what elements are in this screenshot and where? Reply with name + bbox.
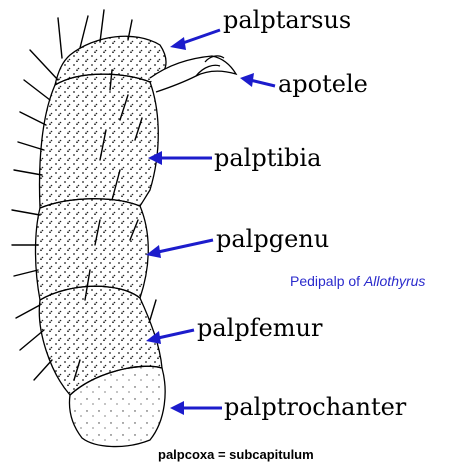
arrow-palpgenu <box>146 238 214 258</box>
label-palptrochanter: palptrochanter <box>224 393 407 421</box>
arrow-palpfemur <box>146 328 195 344</box>
setae <box>11 9 157 381</box>
figure-caption: Pedipalp of Allothyrus <box>290 274 425 288</box>
palpgenu-segment <box>34 198 149 302</box>
label-palptarsus: palptarsus <box>223 6 352 34</box>
arrow-palptibia <box>148 151 212 165</box>
label-palptibia: palptibia <box>214 144 322 172</box>
palptibia-segment <box>38 73 159 209</box>
caption-prefix: Pedipalp of <box>290 273 364 289</box>
pedipalp-drawing <box>11 9 238 448</box>
footer-note: palpcoxa = subcapitulum <box>158 447 314 462</box>
label-apotele: apotele <box>278 70 368 98</box>
caption-genus: Allothyrus <box>363 273 426 289</box>
arrow-apotele <box>240 73 276 88</box>
label-palpgenu: palpgenu <box>216 225 330 253</box>
arrow-palptarsus <box>170 28 221 50</box>
label-palpfemur: palpfemur <box>197 314 323 342</box>
arrow-palptrochanter <box>170 401 222 415</box>
pointer-arrows <box>146 28 276 415</box>
